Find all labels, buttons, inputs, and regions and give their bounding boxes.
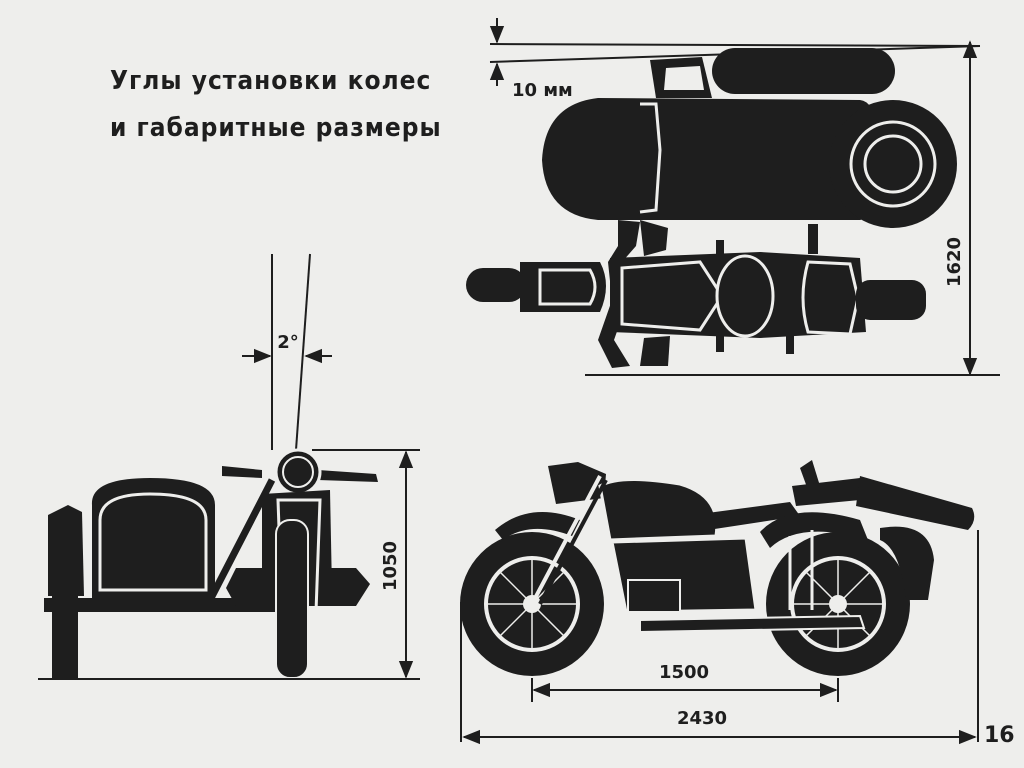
motorcycle-front bbox=[222, 448, 378, 679]
height-dimension-label: 1050 bbox=[380, 541, 401, 591]
camber-angle-label: 2° bbox=[277, 332, 299, 353]
title-line-1: Углы установки колес bbox=[110, 66, 432, 96]
length-dimension-label: 2430 bbox=[677, 708, 727, 729]
motorcycle-top bbox=[466, 220, 926, 368]
page-number: 16 bbox=[984, 723, 1015, 748]
sidecar-front bbox=[44, 478, 290, 678]
top-view: 10 мм bbox=[466, 18, 1000, 376]
sidecar-top bbox=[542, 48, 957, 228]
gap-dimension-label: 10 мм bbox=[512, 80, 573, 101]
motorcycle-side bbox=[460, 460, 975, 676]
wheelbase-dimension-label: 1500 bbox=[659, 662, 709, 683]
width-dimension-label: 1620 bbox=[944, 237, 965, 287]
title-line-2: и габаритные размеры bbox=[110, 113, 442, 143]
front-view: 2° bbox=[38, 253, 420, 680]
side-view: 1500 2430 bbox=[460, 460, 979, 745]
